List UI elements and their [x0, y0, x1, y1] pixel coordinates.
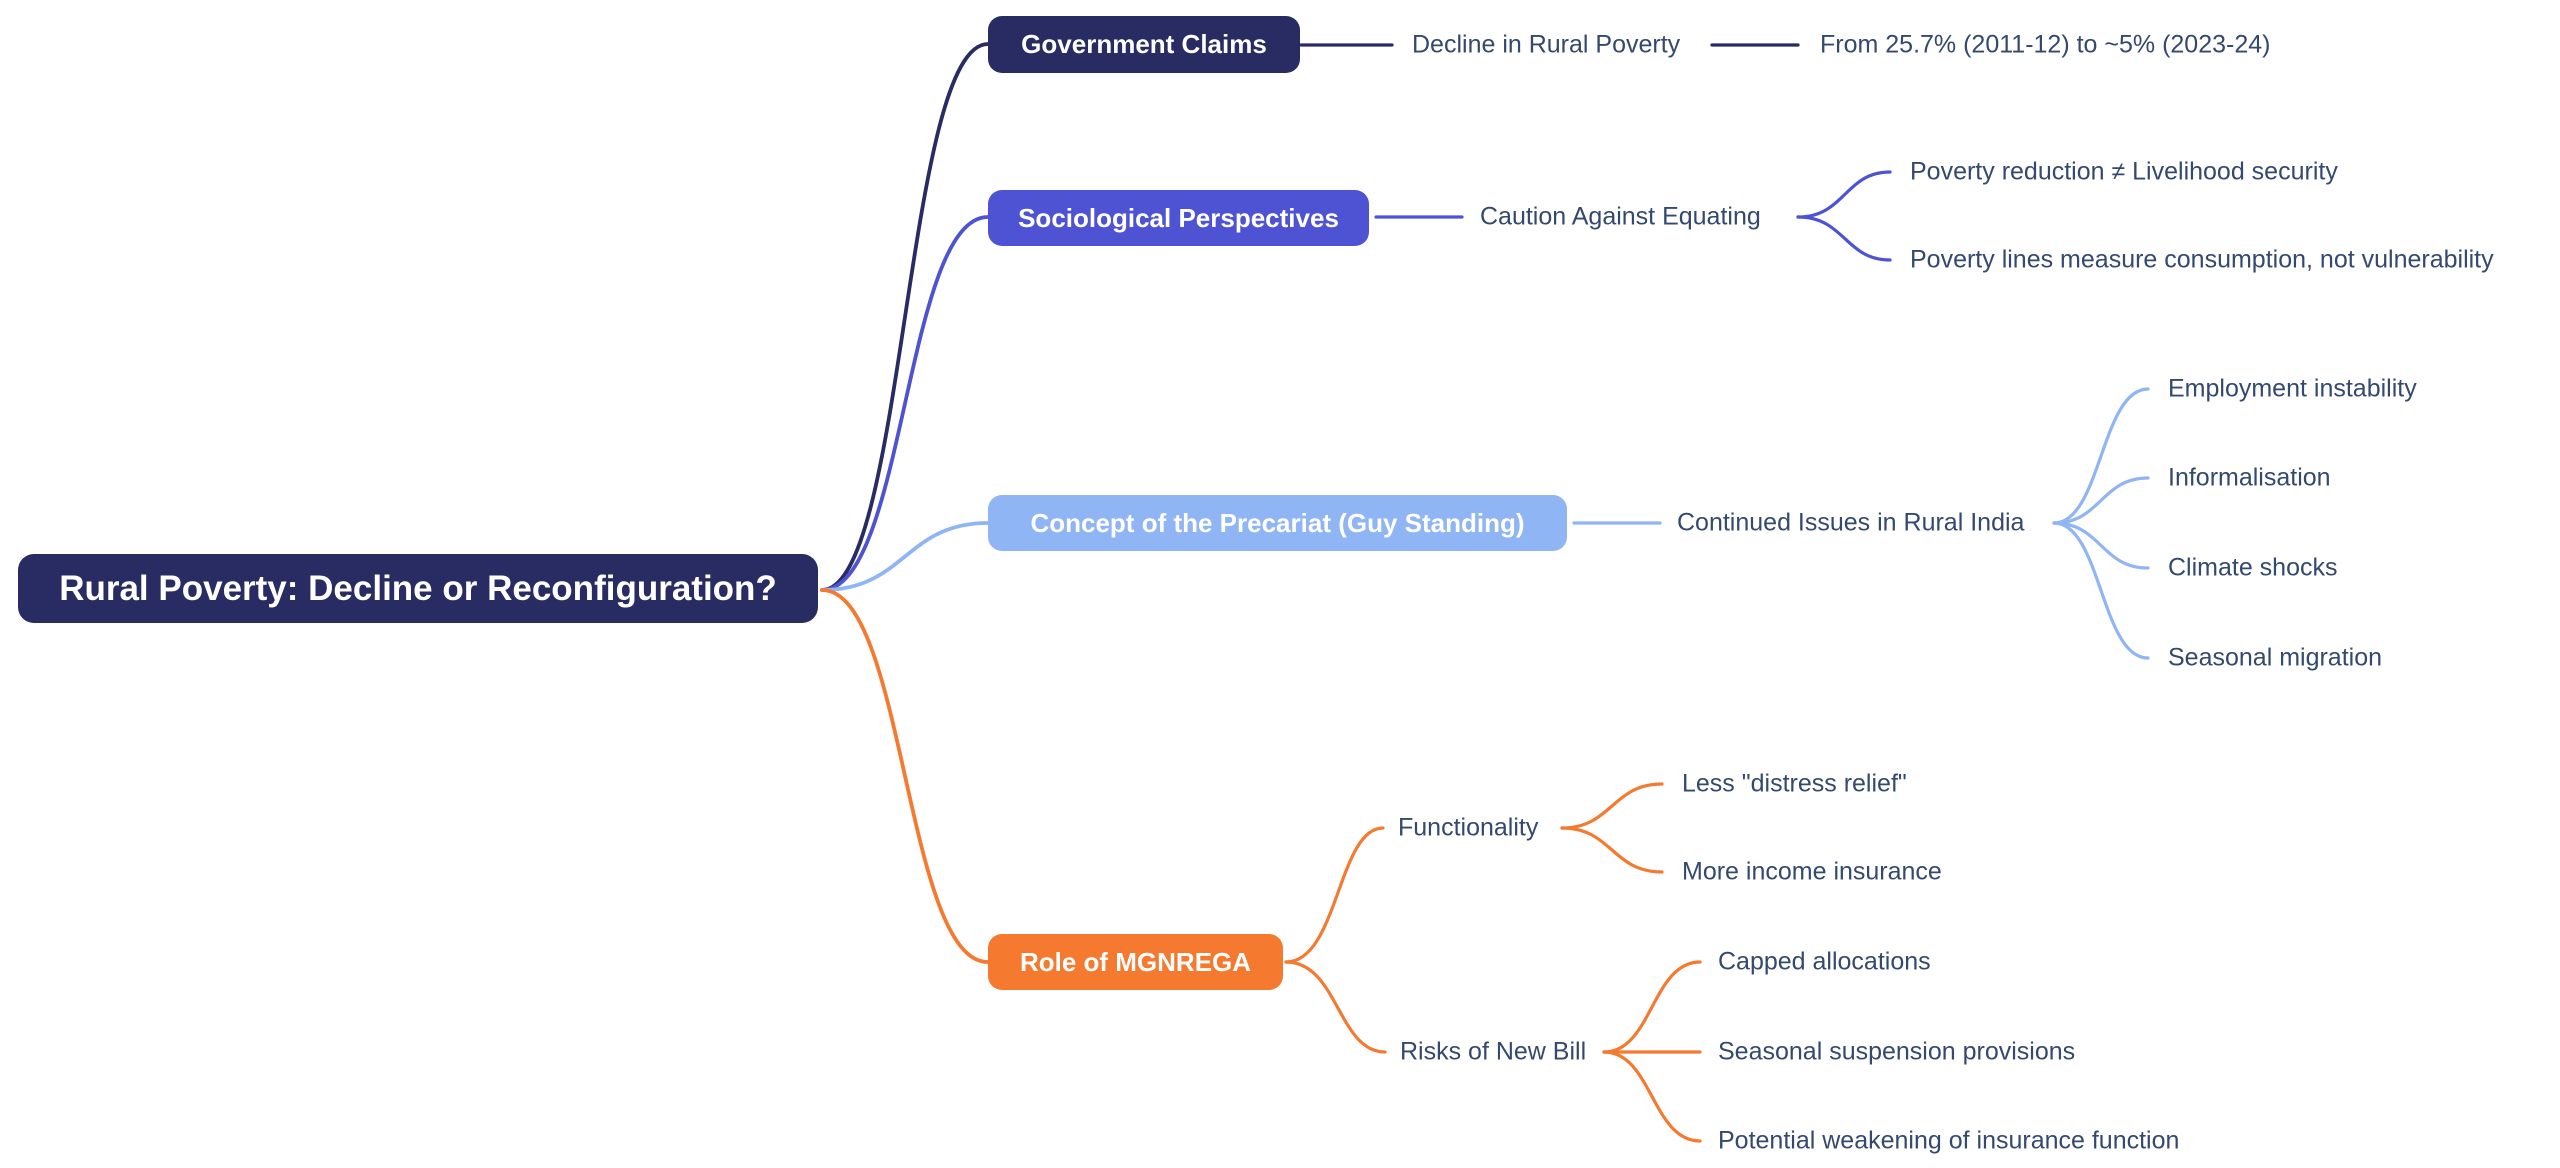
node-potential-weakening[interactable]: Potential weakening of insurance functio…: [1718, 1126, 2180, 1155]
branch-sociological-perspectives[interactable]: Sociological Perspectives: [988, 190, 1369, 246]
node-seasonal-suspension[interactable]: Seasonal suspension provisions: [1718, 1037, 2076, 1066]
edge-root-mgnrega: [820, 588, 990, 964]
edge-root-sociological-perspectives: [820, 215, 990, 592]
node-poverty-figures[interactable]: From 25.7% (2011-12) to ~5% (2023-24): [1820, 30, 2271, 59]
edge-caution-reduction: [1796, 170, 1892, 219]
edge-caution-lines: [1796, 215, 1892, 262]
node-poverty-lines-consumption[interactable]: Poverty lines measure consumption, not v…: [1910, 245, 2494, 274]
node-poverty-reduction-security[interactable]: Poverty reduction ≠ Livelihood security: [1910, 157, 2338, 186]
edge-functionality-more: [1560, 826, 1664, 874]
edge-root-government-claims: [820, 42, 990, 592]
root-node[interactable]: Rural Poverty: Decline or Reconfiguratio…: [18, 554, 818, 623]
edge-root-precariat: [820, 521, 990, 592]
node-less-distress-relief[interactable]: Less "distress relief": [1682, 769, 1907, 798]
node-caution-against-equating[interactable]: Caution Against Equating: [1480, 202, 1761, 231]
edge-risks-capped: [1602, 960, 1702, 1054]
node-climate-shocks[interactable]: Climate shocks: [2168, 553, 2338, 582]
edge-functionality-less: [1560, 782, 1664, 830]
edge-continued-seasonal: [2052, 521, 2150, 660]
node-continued-issues[interactable]: Continued Issues in Rural India: [1677, 508, 2025, 537]
edge-continued-employment: [2052, 387, 2150, 525]
edge-continued-informalisation: [2052, 476, 2150, 525]
branch-precariat[interactable]: Concept of the Precariat (Guy Standing): [988, 495, 1567, 551]
node-employment-instability[interactable]: Employment instability: [2168, 374, 2417, 403]
branch-mgnrega[interactable]: Role of MGNREGA: [988, 934, 1283, 990]
node-capped-allocations[interactable]: Capped allocations: [1718, 947, 1931, 976]
edge-mgn-risks: [1284, 960, 1387, 1054]
edge-risks-weakening: [1602, 1050, 1702, 1143]
node-seasonal-migration[interactable]: Seasonal migration: [2168, 643, 2383, 672]
branch-government-claims[interactable]: Government Claims: [988, 16, 1300, 73]
node-informalisation[interactable]: Informalisation: [2168, 463, 2331, 492]
edge-continued-climate: [2052, 521, 2150, 570]
node-functionality[interactable]: Functionality: [1398, 813, 1539, 842]
edge-mgn-functionality: [1284, 826, 1385, 964]
node-more-income-insurance[interactable]: More income insurance: [1682, 857, 1942, 886]
node-risks-of-new-bill[interactable]: Risks of New Bill: [1400, 1037, 1587, 1066]
node-decline-rural-poverty[interactable]: Decline in Rural Poverty: [1412, 30, 1681, 59]
